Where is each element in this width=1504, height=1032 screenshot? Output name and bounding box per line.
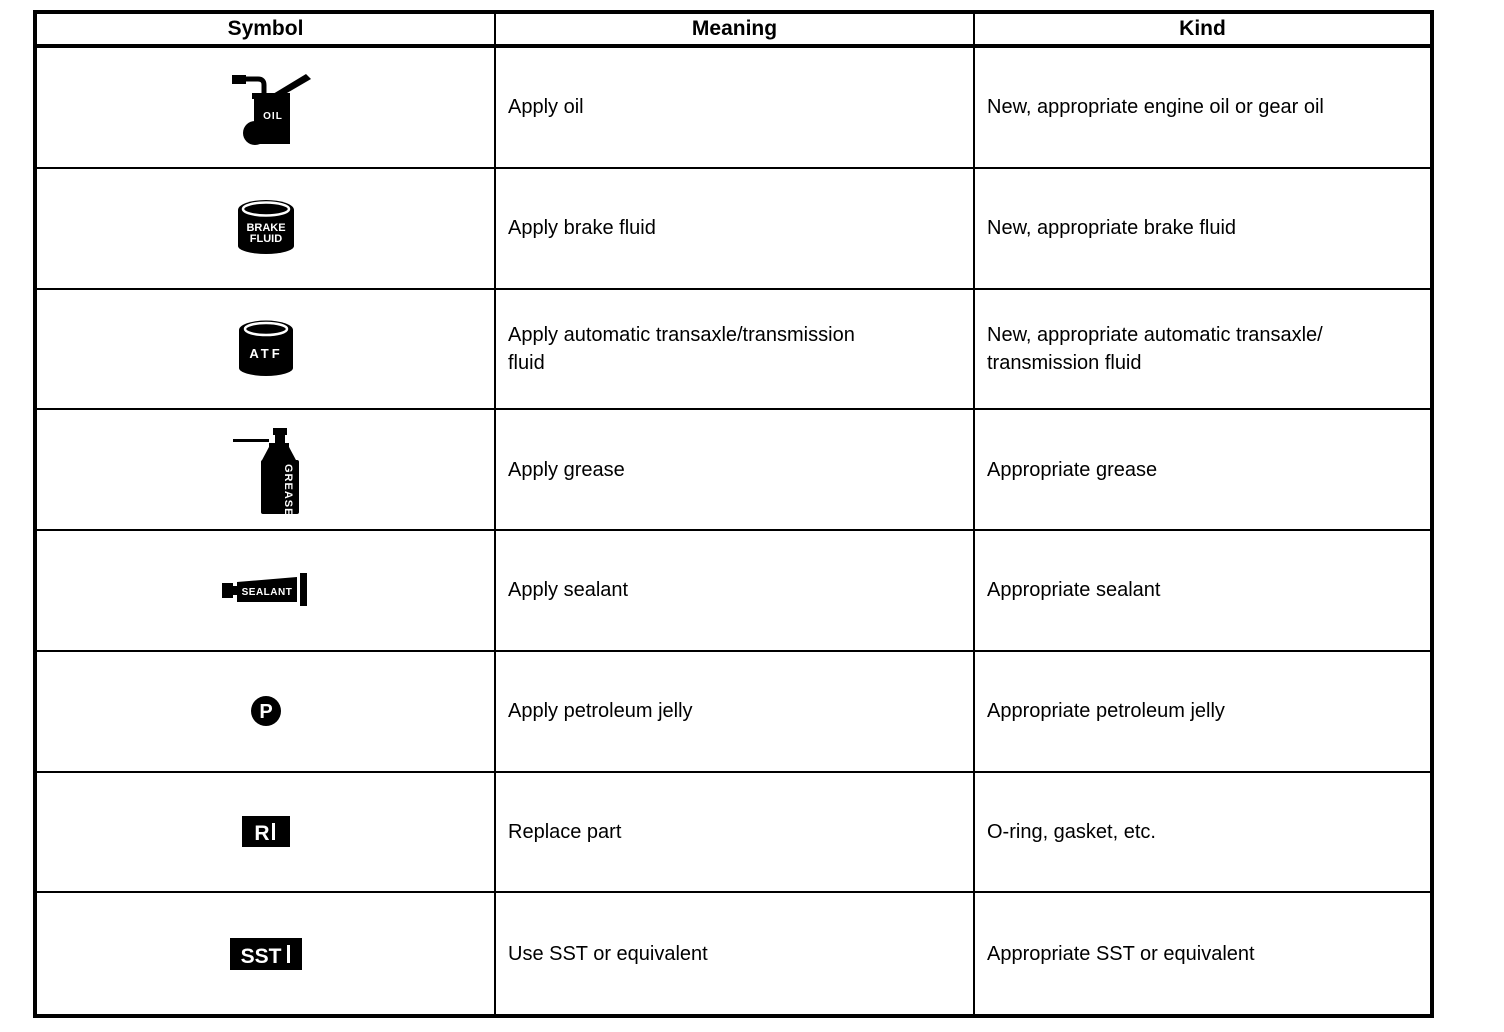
replace-part-icon: R [241,816,290,848]
sst-label: SST [240,945,281,968]
symbol-cell-sst: SST [37,893,496,1014]
atf-can-icon: ATF [238,320,293,376]
meaning-cell: Replace part [496,772,975,894]
brake-fluid-can-icon: BRAKE FLUID [237,200,294,255]
kind-cell: New, appropriate brake fluid [975,169,1430,290]
symbol-cell-oil: OIL [37,48,496,169]
sealant-tube-icon: SEALANT [221,573,307,607]
petroleum-jelly-label: P [259,701,272,723]
symbol-cell-sealant: SEALANT [37,531,496,652]
kind-cell: Appropriate grease [975,410,1430,531]
symbol-cell-petroleum-jelly: P [37,651,496,773]
atf-label: ATF [249,346,282,361]
oil-can-icon: OIL [231,74,311,146]
kind-cell: New, appropriate engine oil or gear oil [975,48,1430,169]
replace-part-label: R [254,822,269,845]
brake-fluid-label-line1: BRAKE [246,222,285,234]
symbols-legend-table: Symbol Meaning Kind OIL Apply oil New, a… [33,10,1434,1018]
grease-can-icon: GREASE [232,427,299,516]
column-header-kind: Kind [975,14,1430,48]
meaning-cell: Apply automatic transaxle/transmission f… [496,289,975,411]
symbol-cell-grease: GREASE [37,410,496,531]
grease-label: GREASE [282,464,294,516]
kind-cell: O-ring, gasket, etc. [975,773,1430,894]
symbol-cell-atf: ATF [37,289,496,411]
meaning-cell: Apply sealant [496,531,975,652]
brake-fluid-label-line2: FLUID [249,233,281,245]
column-header-symbol: Symbol [37,14,496,48]
kind-cell: Appropriate SST or equivalent [987,942,1255,965]
sealant-label: SEALANT [241,587,292,598]
meaning-cell: Apply brake fluid [496,168,975,290]
kind-cell: Appropriate sealant [975,531,1430,652]
meaning-cell: Use SST or equivalent [496,893,975,1014]
oil-can-label: OIL [263,111,283,122]
meaning-cell: Apply petroleum jelly [496,651,975,773]
kind-cell: New, appropriate automatic transaxle/ tr… [975,290,1430,411]
meaning-cell: Apply grease [496,410,975,531]
symbol-cell-brake-fluid: BRAKE FLUID [37,168,496,290]
sst-icon: SST [229,937,302,970]
petroleum-jelly-icon: P [250,696,281,727]
kind-cell: Appropriate petroleum jelly [975,652,1430,773]
meaning-cell: Apply oil [496,48,975,169]
column-header-meaning: Meaning [496,14,975,48]
symbol-cell-replace-part: R [37,772,496,894]
